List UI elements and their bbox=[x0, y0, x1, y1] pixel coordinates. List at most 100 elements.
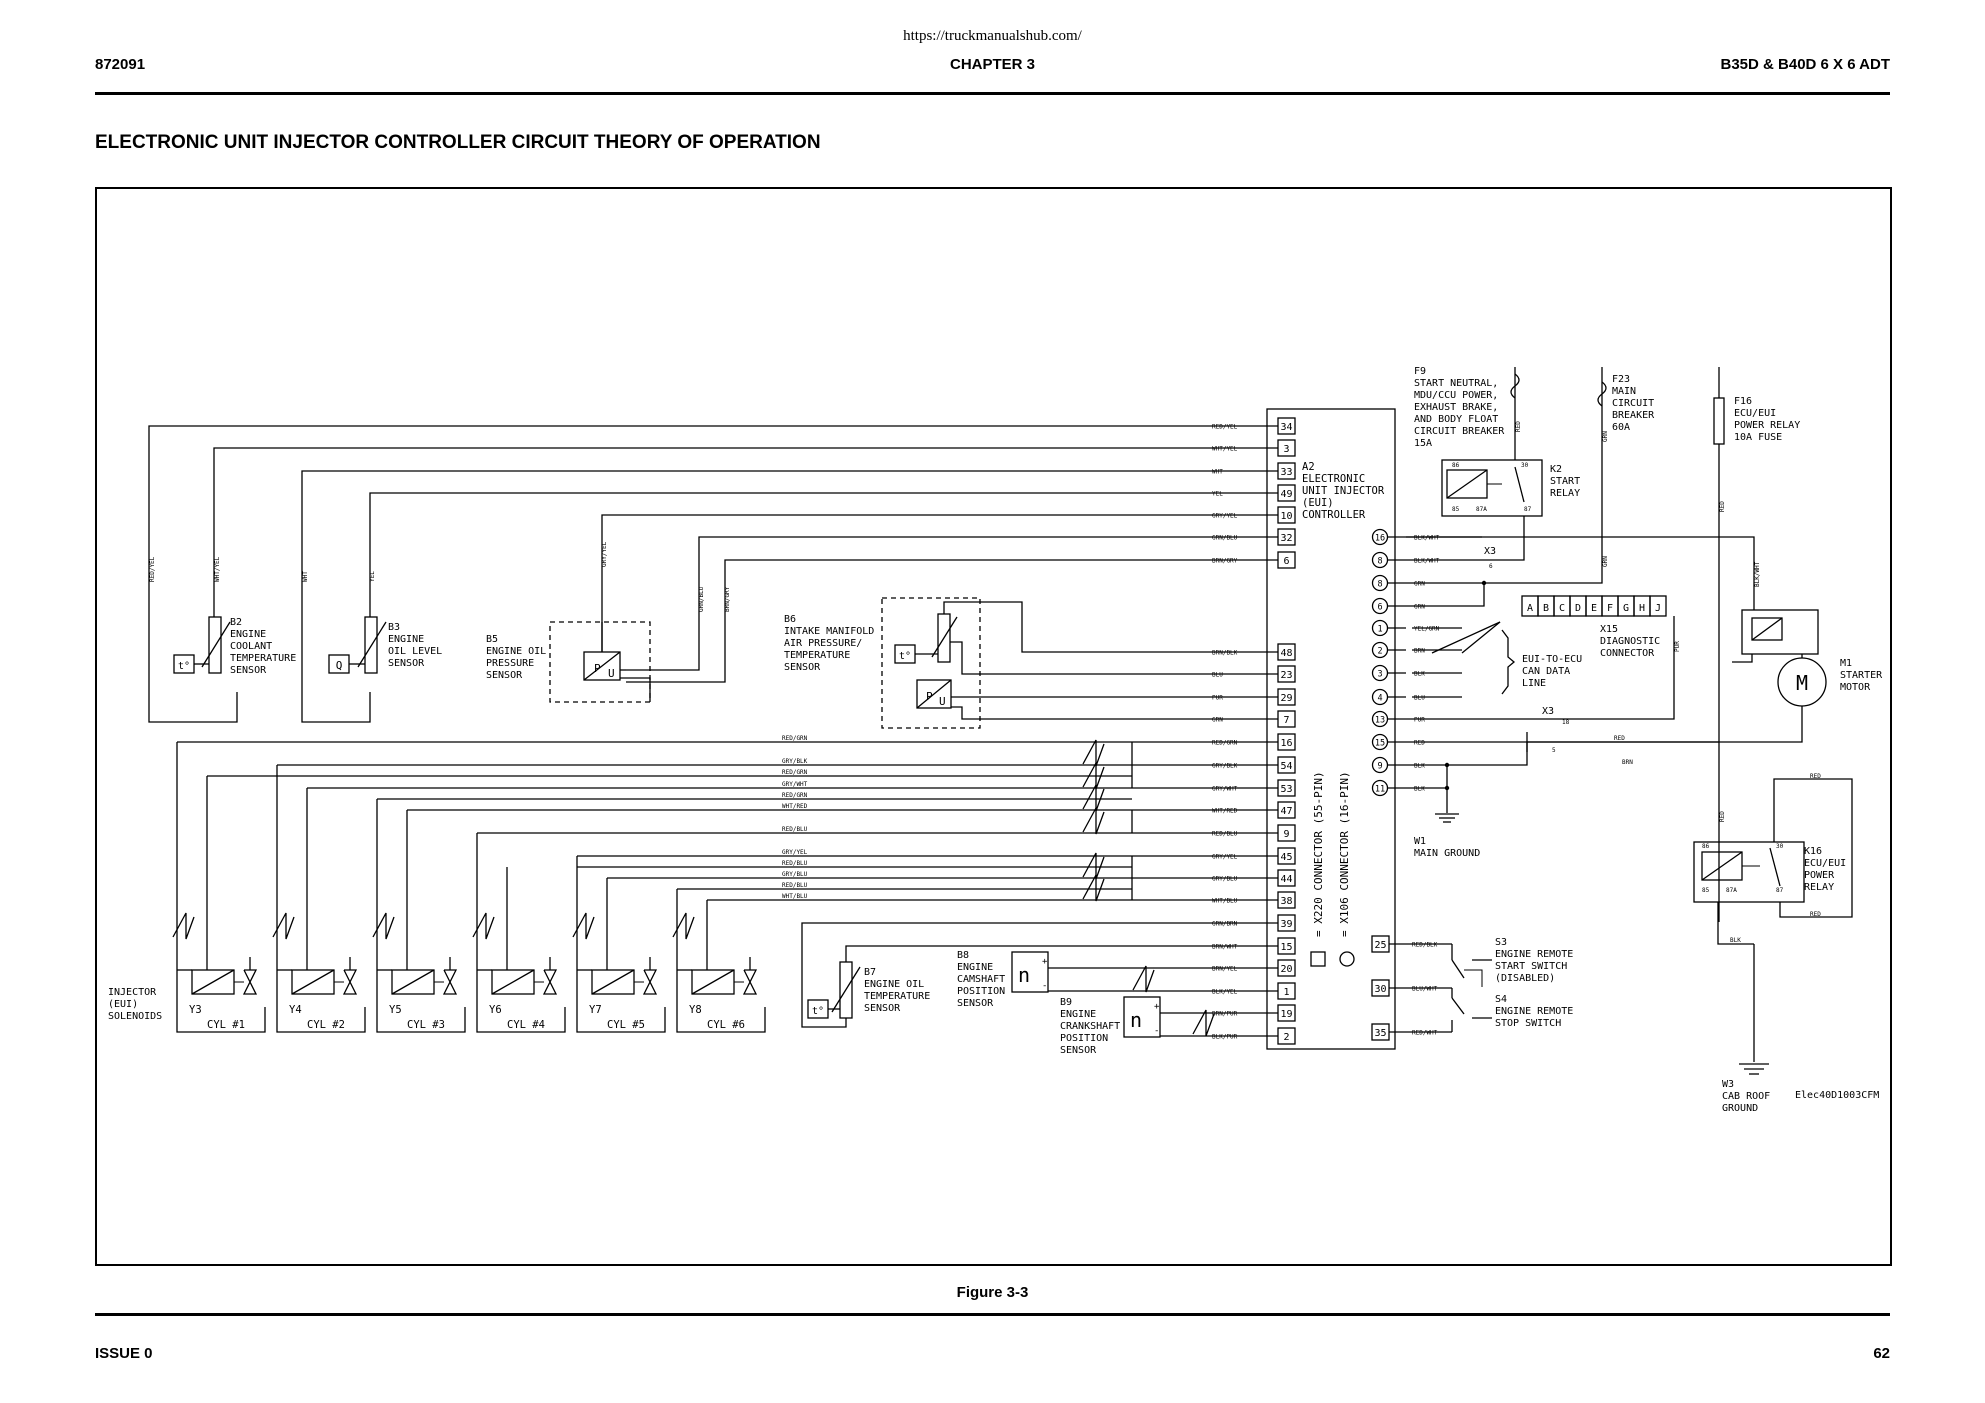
s4-contact bbox=[1451, 997, 1465, 1015]
wire-label: WHT bbox=[302, 571, 309, 582]
x220-pin-number: 15 bbox=[1280, 942, 1292, 953]
b6-pressure-box bbox=[916, 679, 952, 709]
cylinder-label: CYL #3 bbox=[407, 1019, 445, 1031]
b7-arrow bbox=[831, 966, 861, 1013]
x106-pin-circle bbox=[1371, 664, 1389, 682]
b9-label: CRANKSHAFT bbox=[1060, 1021, 1120, 1032]
injector-coil-diag bbox=[191, 969, 235, 995]
wire-label: GRN/BLU bbox=[698, 586, 705, 612]
k2-label: START bbox=[1550, 476, 1580, 487]
injector-wire-label: RED/BLU bbox=[782, 826, 808, 833]
b6-label: INTAKE MANIFOLD bbox=[784, 626, 874, 637]
b7-label: TEMPERATURE bbox=[864, 991, 930, 1002]
b9-label: POSITION bbox=[1060, 1033, 1108, 1044]
x220-wire-label: RED/GRN bbox=[1212, 740, 1238, 747]
x106-pin-number: 11 bbox=[1375, 785, 1385, 795]
wire-brn-wht bbox=[845, 945, 1278, 962]
eui-controller-label: UNIT INJECTOR bbox=[1302, 485, 1385, 497]
junction-dot bbox=[1444, 785, 1450, 791]
x220-wire-label: GRY/YEL bbox=[1212, 513, 1238, 520]
b7-temp-symbol: t° bbox=[812, 1006, 824, 1017]
twist-symbol bbox=[1082, 807, 1105, 835]
twist-symbol bbox=[372, 912, 395, 940]
k16-label: RELAY bbox=[1804, 882, 1834, 893]
injector-wire-label: RED/BLU bbox=[782, 882, 808, 889]
x15-pin bbox=[1649, 595, 1667, 617]
x220-wire-label: WHT/YEL bbox=[1212, 446, 1238, 453]
switch-wire-label: RED/WHT bbox=[1412, 1030, 1438, 1037]
x106-pin-circle bbox=[1371, 710, 1389, 728]
injector-wire-label: RED/GRN bbox=[782, 769, 808, 776]
b2-arrow bbox=[201, 621, 231, 668]
x106-wire-label: BLK bbox=[1414, 786, 1425, 793]
wire-brn-blk bbox=[943, 601, 1278, 653]
k2-coil-diag bbox=[1446, 469, 1488, 499]
x220-wire-label: GRY/BLK bbox=[1212, 763, 1238, 770]
k16-label: ECU/EUI bbox=[1804, 858, 1846, 869]
injector-wire-label: WHT/RED bbox=[782, 803, 808, 810]
eui-controller-label: ELECTRONIC bbox=[1302, 473, 1365, 485]
x106-wire-label: BLK bbox=[1414, 763, 1425, 770]
x15-letter: C bbox=[1559, 603, 1565, 614]
cylinder-ref: Y3 bbox=[189, 1004, 202, 1016]
twist-symbol bbox=[1082, 762, 1105, 790]
wire-brn-gry bbox=[626, 559, 1278, 683]
k16-label: POWER bbox=[1804, 870, 1835, 881]
x106-wire-label: BRN bbox=[1414, 648, 1425, 655]
x220-pin-number: 53 bbox=[1280, 784, 1292, 795]
x106-pin-circle bbox=[1371, 597, 1389, 615]
twist-symbol bbox=[572, 912, 595, 940]
f9-label: F9 bbox=[1414, 366, 1426, 377]
b8-label: SENSOR bbox=[957, 998, 994, 1009]
b8-label: ENGINE bbox=[957, 962, 993, 973]
twist-symbol bbox=[1082, 739, 1105, 767]
b9-plus: + bbox=[1154, 1002, 1160, 1012]
x220-wire-label: YEL bbox=[1212, 491, 1223, 498]
x3-pin: 18 bbox=[1562, 719, 1570, 726]
s3-label: (DISABLED) bbox=[1495, 973, 1555, 984]
injector-label: (EUI) bbox=[108, 999, 138, 1010]
injector-valve bbox=[242, 969, 258, 995]
b2-label: COOLANT bbox=[230, 641, 272, 652]
k2-pin: 30 bbox=[1521, 462, 1529, 469]
k16-label: K16 bbox=[1804, 846, 1822, 857]
wire-label: RED bbox=[1719, 811, 1726, 822]
b5-diag bbox=[583, 651, 621, 681]
x15-letter: H bbox=[1639, 603, 1645, 614]
b6-arrow bbox=[931, 616, 958, 658]
x220-connector-label: = X220 CONNECTOR (55-PIN) bbox=[1312, 771, 1325, 937]
m1-label: STARTER bbox=[1840, 670, 1883, 681]
f9-label: AND BODY FLOAT bbox=[1414, 414, 1498, 425]
x220-pin-number: 19 bbox=[1280, 1009, 1292, 1020]
x220-pin-number: 2 bbox=[1283, 1032, 1289, 1043]
x220-pin-number: 45 bbox=[1280, 852, 1292, 863]
x220-wire-label: GRY/BLU bbox=[1212, 876, 1238, 883]
x220-pin-number: 10 bbox=[1280, 511, 1292, 522]
b9-symbol: n bbox=[1130, 1008, 1142, 1032]
m1-solenoid-box bbox=[1741, 609, 1819, 655]
b3-arrow bbox=[357, 621, 387, 668]
x15-label: CONNECTOR bbox=[1600, 648, 1655, 659]
issue-label: ISSUE 0 bbox=[95, 1345, 153, 1362]
cylinder-ref: Y4 bbox=[289, 1004, 302, 1016]
x220-pin-number: 47 bbox=[1280, 806, 1292, 817]
b6-diag bbox=[916, 679, 952, 709]
x3-pin: 5 bbox=[1552, 747, 1556, 754]
x106-wire-label: BLK bbox=[1414, 671, 1425, 678]
s4-label: ENGINE REMOTE bbox=[1495, 1006, 1573, 1017]
twist-symbol bbox=[1082, 874, 1105, 902]
twist-symbol bbox=[272, 912, 295, 940]
k16-pin: 87A bbox=[1726, 887, 1737, 894]
f9-label: CIRCUIT BREAKER bbox=[1414, 426, 1505, 437]
cylinder-label: CYL #5 bbox=[607, 1019, 645, 1031]
twist-symbol bbox=[1132, 965, 1155, 993]
x106-pin-circle bbox=[1371, 641, 1389, 659]
b6-temp-symbol: t° bbox=[899, 651, 911, 662]
f16-label: ECU/EUI bbox=[1734, 408, 1776, 419]
x106-pin-circle bbox=[1371, 688, 1389, 706]
f23-label: CIRCUIT bbox=[1612, 398, 1654, 409]
b5-wire bbox=[620, 677, 651, 702]
k2-pin: 87A bbox=[1476, 506, 1487, 513]
b8-plus: + bbox=[1042, 957, 1048, 967]
injector-drop bbox=[176, 742, 266, 1033]
